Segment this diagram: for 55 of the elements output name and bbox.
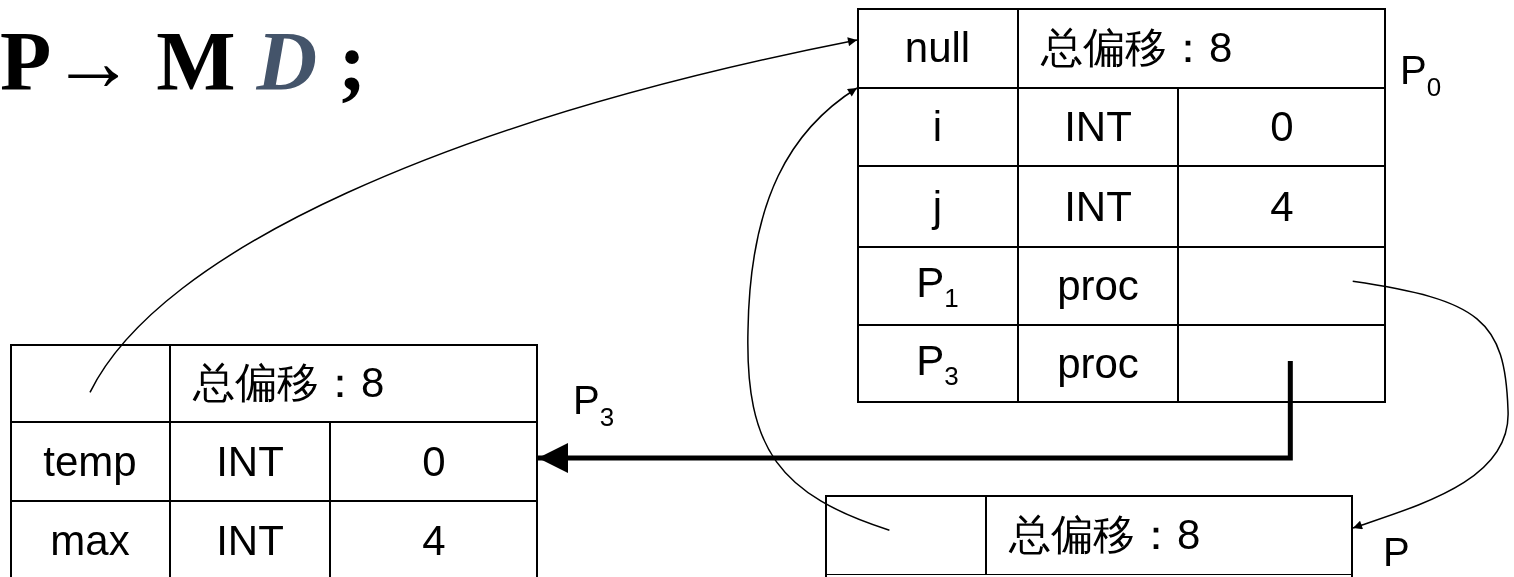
arrow — [1351, 280, 1509, 530]
cell-text: j — [932, 185, 943, 228]
cell-text: 0 — [1270, 106, 1294, 148]
table-cell — [857, 166, 1018, 247]
table-cell — [1018, 8, 1386, 88]
table-cell — [330, 501, 538, 577]
arrow — [538, 360, 1293, 473]
cell-text: P$_{1}$ — [916, 261, 959, 311]
cell-text: 总偏移：8 — [193, 362, 385, 404]
table — [857, 8, 1386, 403]
table-cell — [170, 422, 330, 501]
cell-text: null — [904, 27, 971, 69]
cell-text: i — [932, 106, 943, 148]
arrow — [747, 87, 891, 531]
cell-text: proc — [1057, 265, 1139, 307]
table-cell — [170, 344, 538, 422]
table-cell — [10, 422, 170, 501]
table-cell — [857, 8, 1018, 88]
table-cell — [1018, 325, 1178, 403]
table-label: P$_{3}$ — [573, 380, 615, 430]
table-cell — [10, 344, 170, 422]
table-label: P — [1383, 532, 1410, 572]
cell-text: 4 — [1270, 185, 1294, 228]
table-cell — [10, 501, 170, 577]
table — [825, 495, 1353, 577]
table-cell — [857, 325, 1018, 403]
table-cell — [1178, 325, 1386, 403]
cell-text: proc — [1057, 343, 1139, 385]
table-cell — [1178, 166, 1386, 247]
table-cell — [857, 88, 1018, 166]
table-cell — [986, 495, 1353, 575]
table-cell — [1178, 88, 1386, 166]
heading: P→ M D ; — [0, 20, 367, 104]
table-cell — [170, 501, 330, 577]
cell-text: INT — [216, 440, 284, 483]
table-cell — [825, 495, 986, 575]
cell-text: max — [50, 519, 130, 562]
cell-text: 4 — [422, 519, 446, 562]
cell-text: temp — [43, 440, 137, 483]
table-label: P$_{0}$ — [1400, 50, 1442, 100]
table-cell — [1018, 88, 1178, 166]
cell-text: P$_{3}$ — [916, 339, 959, 389]
table-cell — [857, 247, 1018, 325]
arrow — [89, 37, 858, 394]
table-cell — [1018, 166, 1178, 247]
cell-text: INT — [1064, 185, 1132, 228]
table-cell — [1018, 247, 1178, 325]
cell-text: 总偏移：8 — [1041, 27, 1233, 69]
cell-text: 0 — [422, 440, 446, 483]
table-cell — [330, 422, 538, 501]
cell-text: INT — [1064, 106, 1132, 148]
table — [10, 344, 538, 577]
cell-text: 总偏移：8 — [1009, 514, 1201, 556]
cell-text: INT — [216, 519, 284, 562]
table-cell — [1178, 247, 1386, 325]
